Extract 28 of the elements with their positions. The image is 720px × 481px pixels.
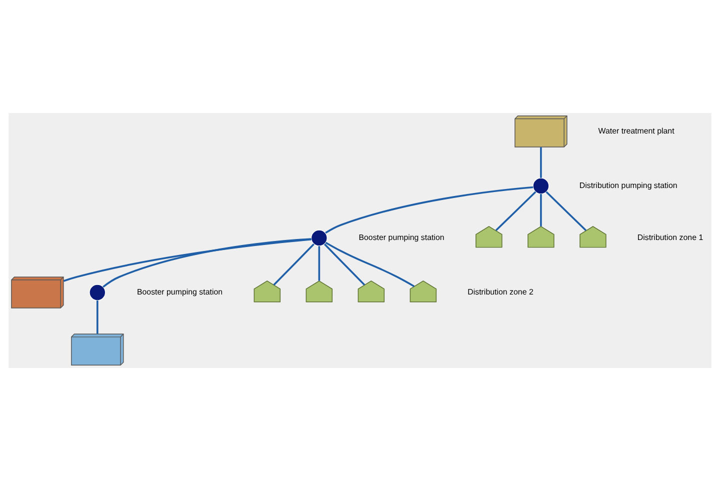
node-house bbox=[358, 280, 385, 302]
node-label: Water treatment plant bbox=[598, 126, 674, 136]
connector bbox=[540, 147, 542, 178]
node-house bbox=[254, 280, 281, 302]
node-label: Booster pumping station bbox=[358, 232, 444, 242]
connector bbox=[318, 246, 320, 281]
connector bbox=[324, 244, 366, 286]
node-circle bbox=[532, 178, 550, 194]
connector bbox=[540, 194, 542, 226]
node-circle bbox=[89, 284, 106, 301]
node-circle bbox=[310, 230, 328, 246]
connector bbox=[325, 186, 534, 234]
node-house bbox=[580, 226, 606, 248]
label: Distribution zone 1 bbox=[637, 232, 704, 242]
node-house bbox=[306, 280, 333, 302]
node-house bbox=[476, 226, 502, 248]
node-house bbox=[410, 280, 437, 302]
connector bbox=[495, 191, 536, 232]
connector bbox=[546, 191, 587, 232]
node-house bbox=[528, 226, 554, 248]
connector bbox=[96, 300, 98, 334]
connector bbox=[102, 238, 312, 288]
connector bbox=[63, 238, 312, 282]
node-label: Booster pumping station bbox=[136, 288, 223, 297]
connector bbox=[325, 242, 415, 288]
label: Distribution zone 2 bbox=[468, 288, 534, 297]
node-label: Distribution pumping station bbox=[579, 180, 678, 190]
connector bbox=[273, 244, 314, 286]
